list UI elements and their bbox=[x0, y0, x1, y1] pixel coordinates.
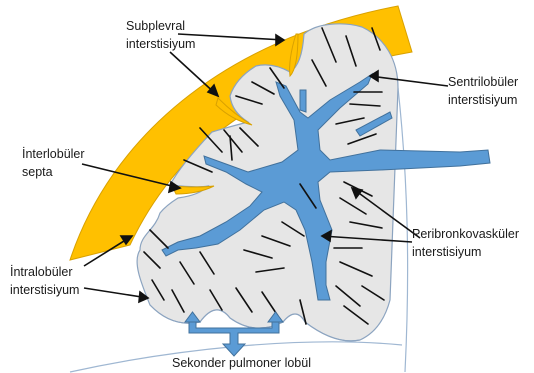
label-peribronkovaskuler-line1: Peribronkovasküler bbox=[412, 227, 519, 241]
label-peribronkovaskuler-line2: interstisiyum bbox=[412, 245, 481, 259]
vessel-branch-top bbox=[300, 90, 306, 112]
label-intralobuler-line1: İntralobüler bbox=[10, 265, 73, 279]
label-interlobuler-line2: septa bbox=[22, 165, 53, 179]
label-interlobuler-line1: İnterlobüler bbox=[22, 147, 85, 161]
lobule-boundary-right bbox=[398, 88, 408, 372]
label-sekonder-pulmoner-lobul: Sekonder pulmoner lobül bbox=[172, 356, 311, 370]
label-subplevral-line2: interstisiyum bbox=[126, 37, 195, 51]
label-sentrilobuler-line1: Sentrilobüler bbox=[448, 75, 518, 89]
label-sentrilobuler-line2: interstisiyum bbox=[448, 93, 517, 107]
label-intralobuler-line2: interstisiyum bbox=[10, 283, 79, 297]
label-subplevral-line1: Subplevral bbox=[126, 19, 185, 33]
arrow-intralobuler-2 bbox=[84, 288, 148, 298]
